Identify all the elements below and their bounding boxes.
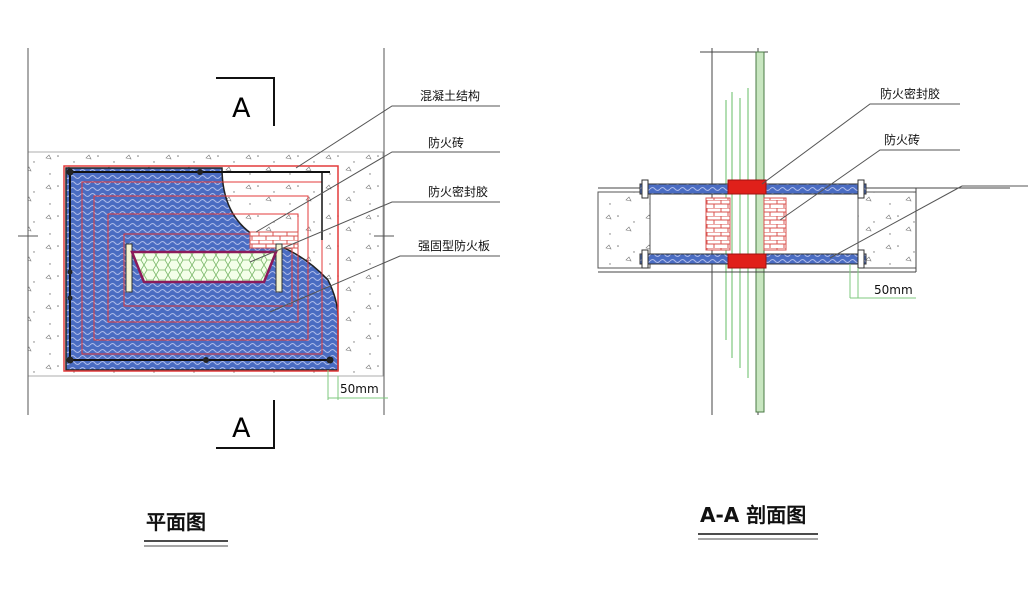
plan-dimension: 50mm bbox=[340, 382, 379, 396]
section-dimension: 50mm bbox=[874, 283, 913, 297]
section-sealant-bottom bbox=[727, 253, 767, 269]
fire-brick-plan bbox=[249, 231, 299, 249]
section-sealant-top bbox=[727, 179, 767, 195]
section-brick-right bbox=[763, 197, 787, 251]
section-label-fire-sealant: 防火密封胶 bbox=[880, 86, 940, 101]
plan-section-mark-top: A bbox=[232, 93, 251, 124]
section-title: A-A 剖面图 bbox=[700, 503, 806, 527]
plan-title: 平面图 bbox=[146, 510, 206, 534]
plan-view: 50mm A A 混凝土结构 防火砖 防火密封胶 强固型防火板 平面图 bbox=[18, 48, 500, 547]
section-view: 50mm 防火密封胶 防火砖 A-A 剖面图 bbox=[597, 48, 1028, 540]
plan-section-mark-bottom: A bbox=[232, 413, 251, 444]
section-brick-left bbox=[705, 197, 731, 251]
cable-tray bbox=[130, 250, 278, 284]
section-slab-right bbox=[857, 191, 917, 269]
label-fire-board: 强固型防火板 bbox=[418, 238, 490, 253]
label-fire-brick: 防火砖 bbox=[428, 135, 464, 150]
label-concrete-structure: 混凝土结构 bbox=[420, 88, 480, 103]
section-label-fire-brick: 防火砖 bbox=[884, 132, 920, 147]
label-fire-sealant: 防火密封胶 bbox=[428, 184, 488, 199]
